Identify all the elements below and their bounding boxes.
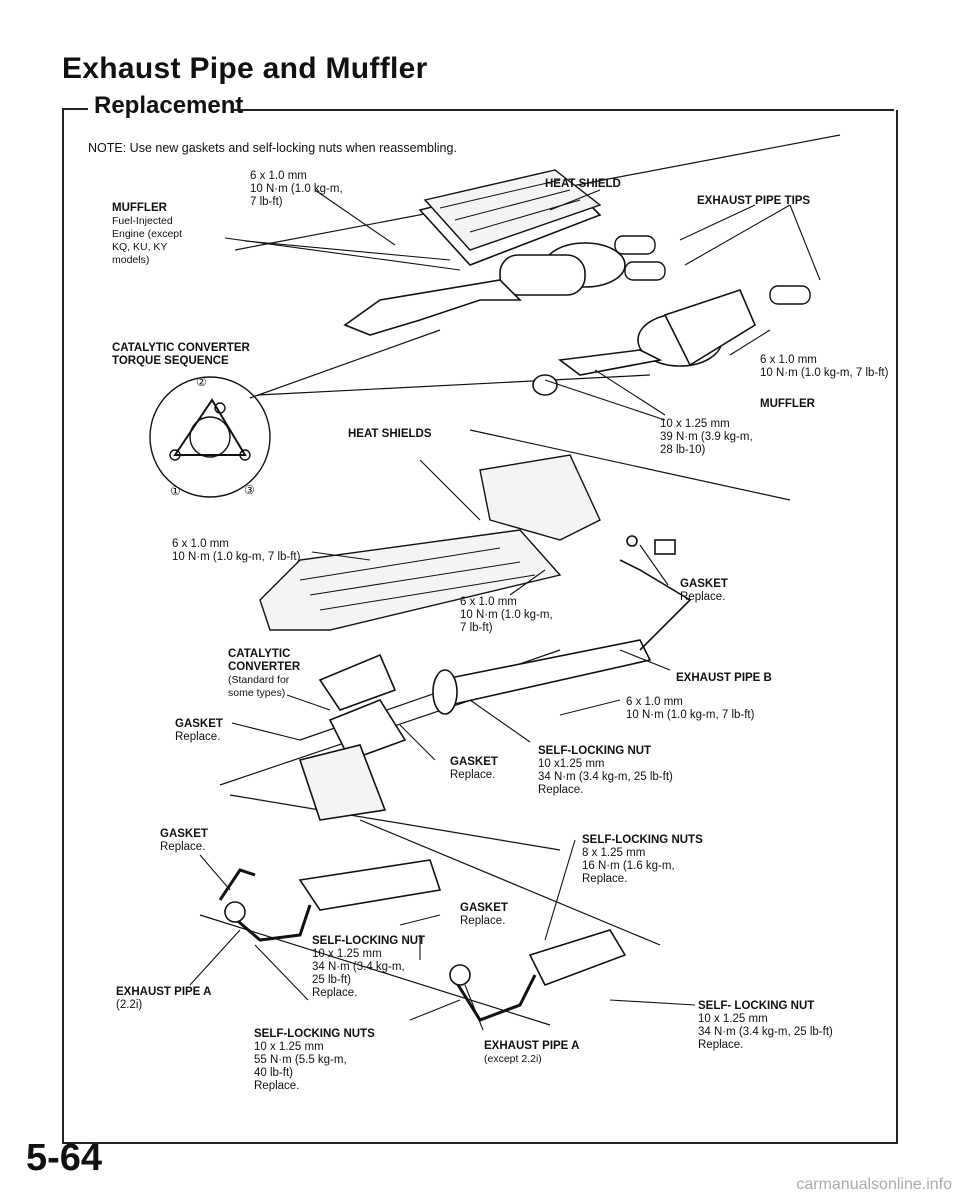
label-exhaust-pipe-a-22i: EXHAUST PIPE A(2.2i)	[116, 986, 212, 1011]
label-exhaust-pipe-tips: EXHAUST PIPE TIPS	[697, 195, 811, 207]
guide-line	[469, 429, 791, 501]
footer-watermark: carmanualsonline.info	[796, 1176, 952, 1193]
label-catalytic-converter: CATALYTIC CONVERTER(Standard for some ty…	[228, 648, 301, 699]
seq-1: ①	[170, 484, 181, 498]
catalytic-converter	[298, 653, 407, 821]
label-exhaust-pipe-a-except: EXHAUST PIPE A(except 2.2i)	[484, 1040, 580, 1065]
seq-3: ③	[244, 483, 255, 497]
guide-line	[359, 819, 661, 946]
subtitle-rule	[232, 109, 894, 111]
exhaust-pipe-a-22i	[218, 859, 442, 942]
seq-2: ②	[196, 375, 207, 389]
torque-sequence-diagram	[149, 376, 271, 498]
muffler-right	[532, 289, 757, 396]
page-title: Exhaust Pipe and Muffler	[62, 52, 428, 85]
guide-line	[257, 374, 651, 396]
frame-corner	[62, 108, 90, 110]
label-exhaust-pipe-b: EXHAUST PIPE B	[676, 672, 772, 684]
exhaust-pipe-a-except	[449, 929, 627, 1022]
diagram-frame	[62, 110, 898, 1144]
label-heat-shields: HEAT SHIELDS	[348, 428, 432, 440]
guide-line	[229, 794, 561, 851]
guide-line	[249, 329, 441, 399]
exhaust-pipe-b	[432, 535, 692, 715]
guide-line	[199, 914, 551, 1026]
label-heat-shield: HEAT SHIELD	[545, 178, 621, 190]
label-cat-torque-sequence: CATALYTIC CONVERTER TORQUE SEQUENCE	[112, 342, 250, 367]
exhaust-tips	[614, 235, 811, 305]
heat-shields	[259, 454, 601, 631]
label-muffler: MUFFLER	[760, 398, 815, 410]
note-text: NOTE: Use new gaskets and self-locking n…	[88, 141, 457, 155]
leader-lines	[189, 189, 821, 1031]
section-subtitle: Replacement	[88, 92, 250, 120]
page-number: 5-64	[26, 1137, 103, 1179]
